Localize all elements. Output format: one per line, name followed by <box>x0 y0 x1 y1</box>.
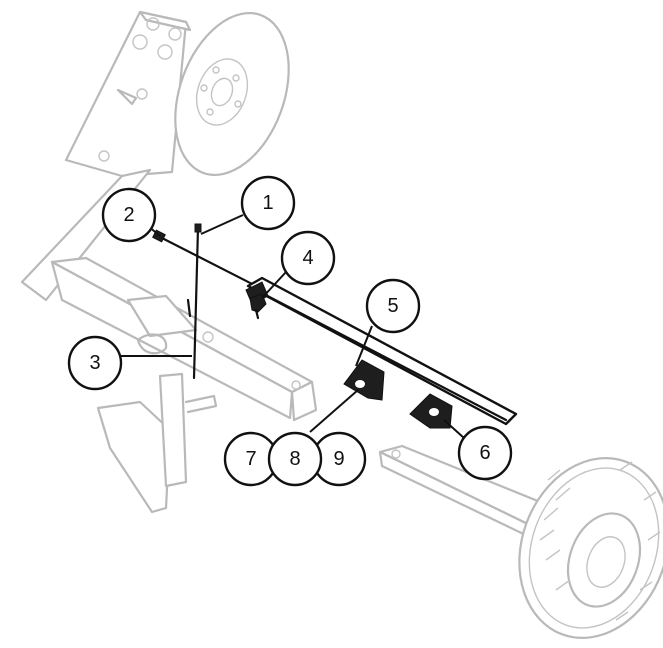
callout-1-label: 1 <box>262 192 273 214</box>
callout-2-label: 2 <box>123 204 134 226</box>
callout-3-label: 3 <box>89 352 100 374</box>
callout-6: 6 <box>457 425 513 481</box>
ghost-disc <box>174 11 290 177</box>
knob-bolt <box>249 293 267 320</box>
vertical-pin <box>186 223 202 380</box>
mounting-bracket-right <box>409 393 453 429</box>
callout-5: 5 <box>365 278 421 334</box>
leader-lines <box>120 214 465 439</box>
mounting-bracket-left <box>343 359 385 401</box>
threaded-rod <box>152 229 262 290</box>
callout-1: 1 <box>240 175 296 231</box>
ghost-wheel <box>518 457 663 639</box>
rail-channel <box>245 276 518 426</box>
callout-9-label: 9 <box>333 448 344 470</box>
callout-2: 2 <box>101 187 157 243</box>
callout-5-label: 5 <box>387 295 398 317</box>
callout-8: 8 <box>267 431 323 487</box>
callout-7-label: 7 <box>245 448 256 470</box>
callout-4: 4 <box>280 230 336 286</box>
callout-4-label: 4 <box>302 247 313 269</box>
callout-3: 3 <box>67 335 123 391</box>
callout-8-label: 8 <box>289 448 300 470</box>
callout-6-label: 6 <box>479 442 490 464</box>
